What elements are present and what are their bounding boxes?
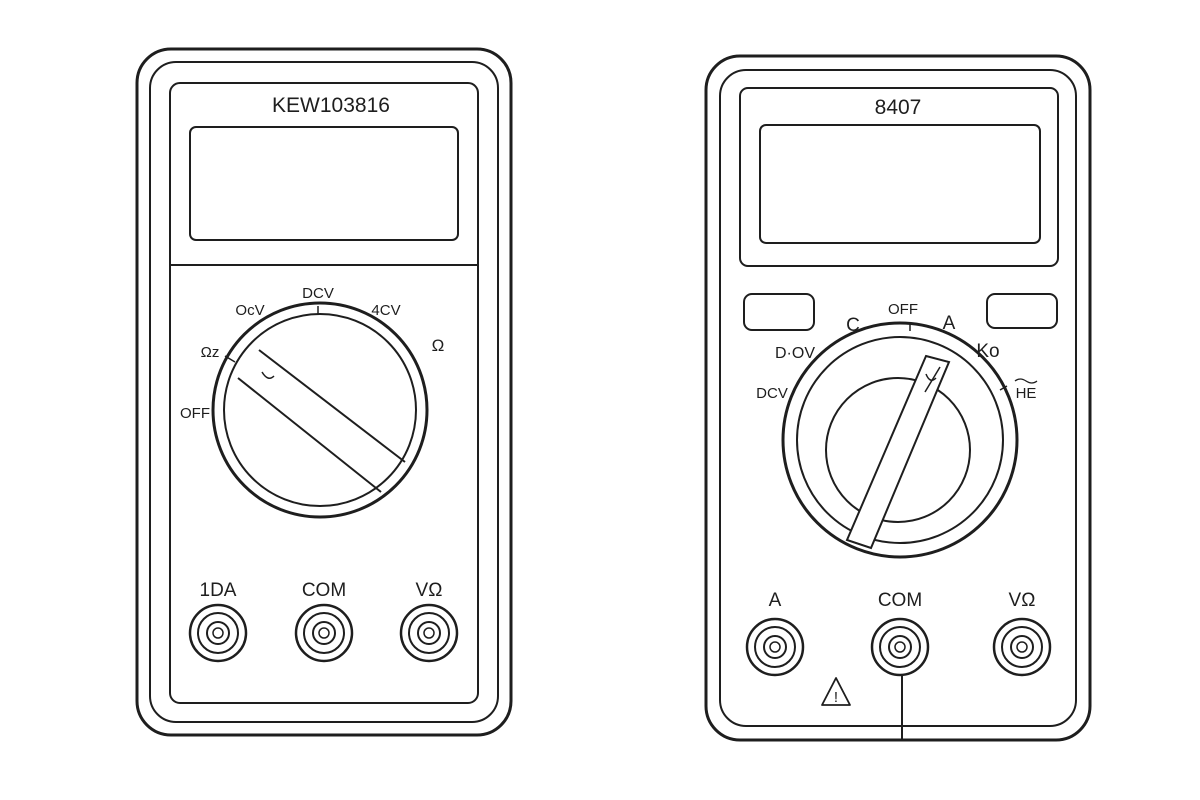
meter-left-jack-label-vohm: VΩ xyxy=(416,580,443,601)
meter-right-model: 8407 xyxy=(875,96,922,119)
meter-right-face-panel xyxy=(739,87,1059,267)
jack-socket-icon xyxy=(870,617,930,677)
meter-right-inner-shell xyxy=(719,69,1077,727)
meter-left-dial-label-4cv: 4CV xyxy=(371,302,400,319)
meter-left-model: KEW103816 xyxy=(272,94,390,117)
meter-left-jack-com[interactable] xyxy=(294,603,354,663)
meter-left-dial-pointer-mark xyxy=(261,371,275,379)
meter-right-dial-label-dov: D·OV xyxy=(775,345,815,362)
meter-left-inner-shell xyxy=(149,61,499,723)
meter-right-jack-a[interactable] xyxy=(745,617,805,677)
meter-left-dial-inner-ring xyxy=(223,313,417,507)
meter-right-function-button-left[interactable] xyxy=(743,293,815,331)
meter-right-jack-com[interactable] xyxy=(870,617,930,677)
meter-left-dial-label-off: OFF xyxy=(180,405,210,422)
meter-left-outer-shell xyxy=(135,47,513,737)
meter-right-dial-label-a: A xyxy=(943,313,956,334)
meter-left-dial-label-ocv: OcV xyxy=(235,302,264,319)
meter-left-jack-label-10a: 1DA xyxy=(200,580,237,601)
meter-right-dial-inner-ring xyxy=(796,336,1004,544)
jack-socket-icon xyxy=(399,603,459,663)
meter-right-lcd-display xyxy=(759,124,1041,244)
meter-right-function-button-right[interactable] xyxy=(986,293,1058,329)
meter-left-dial-pointer-edge-b xyxy=(237,377,382,493)
meter-right-jack-label-vohm: VΩ xyxy=(1009,590,1036,611)
warning-triangle-icon: ! xyxy=(821,677,851,706)
jack-socket-icon xyxy=(294,603,354,663)
meter-left-dial-label-dcv: DCV xyxy=(302,285,334,302)
meter-right-dial-label-off: OFF xyxy=(888,301,918,318)
meter-left-jack-vohm[interactable] xyxy=(399,603,459,663)
meter-right-dial-label-he-tilde xyxy=(1014,378,1038,384)
jack-socket-icon xyxy=(188,603,248,663)
multimeter-left: KEW103816 OcV DCV 4CV Ωz OFF Ω 1DA COM V… xyxy=(135,47,513,737)
meter-right-dial-pointer-mark xyxy=(925,373,937,381)
meter-left-face-panel xyxy=(169,82,479,704)
meter-left-jack-label-com: COM xyxy=(302,580,346,601)
meter-left-dial-label-ohm: Ω xyxy=(432,336,445,355)
meter-right-outer-shell xyxy=(704,54,1092,742)
jack-socket-icon xyxy=(992,617,1052,677)
meter-right-dial-label-ko: Ko xyxy=(976,341,999,362)
meter-right-dial-pointer xyxy=(845,354,951,550)
meter-left-dial-label-ohmz: Ωz xyxy=(201,344,220,361)
jack-socket-icon xyxy=(745,617,805,677)
meter-left-rotary-dial[interactable] xyxy=(211,301,429,519)
meter-right-jack-label-a: A xyxy=(769,590,782,611)
meter-left-lcd-display xyxy=(189,126,459,241)
meter-right-jack-label-com: COM xyxy=(878,590,922,611)
dial-knob-icon xyxy=(781,321,1019,559)
meter-right-dial-label-dcv: DCV xyxy=(756,385,788,402)
warning-symbol: ! xyxy=(834,689,838,706)
meter-left-jack-10a[interactable] xyxy=(188,603,248,663)
meter-right-rotary-dial[interactable] xyxy=(781,321,1019,559)
meter-right-jack-vohm[interactable] xyxy=(992,617,1052,677)
meter-right-dial-label-he: HE xyxy=(1016,385,1037,402)
dial-knob-icon xyxy=(211,301,429,519)
meter-right-dial-hub xyxy=(825,377,971,523)
meter-left-dial-pointer-edge-a xyxy=(258,349,406,463)
multimeter-right: 8407 OFF C A D·OV Ko DCV HE A COM VΩ xyxy=(704,54,1092,742)
